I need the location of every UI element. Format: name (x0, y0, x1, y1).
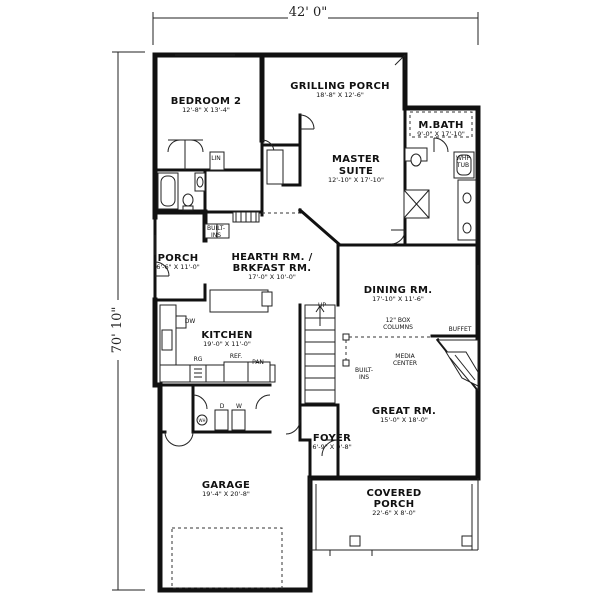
covered-porch-dims: 22'-6" X 8'-0" (372, 509, 416, 517)
garage-features (171, 419, 301, 589)
box-columns (342, 333, 432, 367)
windows (154, 54, 479, 479)
interior-walls (153, 108, 481, 480)
water-heater-label: WH (199, 418, 206, 423)
kitchen-island (209, 289, 273, 313)
porch-door (154, 261, 170, 277)
porch-dims: 6'-6" X 11'-0" (156, 263, 200, 271)
grilling-porch-dims: 18'-8" X 12'-6" (316, 91, 364, 99)
garage-dims: 19'-4" X 20'-8" (202, 490, 250, 498)
box-columns-label-1: 12" BOX (386, 317, 411, 324)
m-bath-dims: 9'-0" X 17'-10" (417, 130, 465, 138)
master-suite-name-2: SUITE (339, 166, 373, 177)
porch-name: PORCH (158, 253, 199, 264)
kitchen-name: KITCHEN (201, 330, 252, 341)
dining-dims: 17'-10" X 11'-6" (372, 295, 424, 303)
washer-label: W (236, 403, 242, 410)
media-center-label-2: CENTER (393, 360, 417, 367)
media-center-label-1: MEDIA (395, 353, 415, 360)
kitchen-dims: 19'-0" X 11'-0" (203, 340, 251, 348)
hearth-built-ins (204, 223, 230, 239)
hearth-name-1: HEARTH RM. / (231, 252, 312, 263)
master-bath-fixtures (403, 111, 477, 241)
hearth-dims: 17'-0" X 10'-0" (248, 273, 296, 281)
dining-name: DINING RM. (364, 285, 433, 296)
overall-width-label: 42' 0" (289, 5, 328, 20)
whp-label-2: TUB (456, 162, 469, 169)
linen-label: LIN (211, 155, 221, 162)
covered-porch-area (309, 478, 479, 556)
stairs (304, 304, 336, 404)
media-center (436, 339, 479, 392)
dimension-lines: 42' 0" 70' 10" (104, 5, 479, 591)
master-suite-name-1: MASTER (332, 154, 380, 165)
laundry-room (164, 394, 271, 447)
built-ins-a-2: INS (211, 232, 221, 239)
hearth-name-2: BRKFAST RM. (233, 263, 312, 274)
dryer-label: D (220, 403, 225, 410)
overall-depth-label: 70' 10" (110, 307, 125, 354)
up-label: UP (318, 302, 326, 309)
foyer-dims: 6'-9" X 9'-8" (312, 443, 351, 451)
annotation-labels: WHP TUB BUILT- INS UP 12" BOX COLUMNS BU… (185, 155, 472, 423)
foyer-name: FOYER (313, 433, 351, 444)
grilling-porch-name: GRILLING PORCH (290, 81, 390, 92)
rg-label: RG (194, 356, 203, 363)
front-door (321, 439, 339, 457)
kitchen-counters (159, 304, 276, 383)
great-rm-dims: 15'-0" X 18'-0" (380, 416, 428, 424)
built-ins-a-1: BUILT- (207, 225, 225, 232)
great-rm-name: GREAT RM. (372, 406, 436, 417)
master-suite-dims: 12'-10" X 17'-10" (328, 176, 384, 184)
pan-label: PAN (252, 359, 264, 366)
covered-porch-name-1: COVERED (366, 488, 421, 499)
bedroom-2-dims: 12'-8" X 13'-4" (182, 106, 230, 114)
dw-label: DW (185, 318, 196, 325)
whp-label-1: WHP (456, 155, 470, 162)
grilling-porch-outline (394, 54, 406, 70)
room-labels: BEDROOM 2 12'-8" X 13'-4" GRILLING PORCH… (156, 81, 465, 517)
ref-label: REF. (230, 353, 242, 360)
buffet-label: BUFFET (449, 326, 472, 333)
built-ins-b-2: INS (359, 374, 369, 381)
hall-closet (232, 149, 300, 223)
box-columns-label-2: COLUMNS (383, 324, 413, 331)
master-suite-doors (299, 114, 406, 245)
built-ins-b-1: BUILT- (355, 367, 373, 374)
covered-porch-name-2: PORCH (374, 499, 415, 510)
bedroom-2-name: BEDROOM 2 (171, 96, 242, 107)
bath-2-fixtures (157, 139, 275, 211)
garage-name: GARAGE (202, 480, 250, 491)
linen-closet: LIN (211, 155, 221, 162)
m-bath-name: M.BATH (418, 120, 463, 131)
